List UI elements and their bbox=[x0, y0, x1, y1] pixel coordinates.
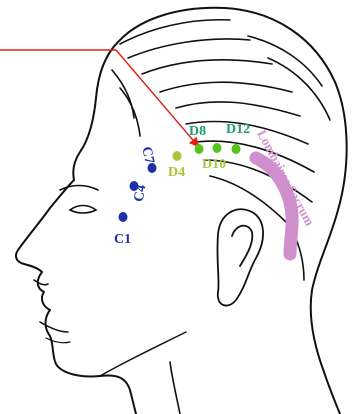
face-details bbox=[34, 186, 98, 285]
mouth-outline bbox=[40, 322, 68, 332]
jaw-outline bbox=[100, 332, 186, 376]
point-d10 bbox=[213, 143, 222, 153]
lip-outline bbox=[46, 338, 70, 343]
reflex-points bbox=[119, 143, 241, 222]
pointer-arrow bbox=[0, 50, 198, 146]
ear bbox=[217, 209, 263, 305]
label-d8: D8 bbox=[189, 124, 206, 139]
label-c1: C1 bbox=[114, 232, 131, 247]
point-c7 bbox=[148, 163, 157, 173]
label-c7: C7 bbox=[138, 145, 156, 165]
face-outline bbox=[16, 42, 136, 414]
point-d8 bbox=[195, 144, 204, 154]
label-d4: D4 bbox=[168, 165, 185, 180]
label-c4: C4 bbox=[132, 184, 150, 203]
neck-front-outline bbox=[170, 362, 180, 414]
nostril-outline bbox=[34, 280, 48, 285]
label-d12: D12 bbox=[226, 122, 250, 137]
point-c1 bbox=[119, 212, 128, 222]
eye-outline bbox=[70, 206, 96, 214]
point-d12 bbox=[232, 144, 241, 154]
ear-outer bbox=[217, 209, 263, 305]
point-d4 bbox=[173, 151, 182, 161]
ear-inner bbox=[232, 226, 252, 266]
label-d10: D10 bbox=[202, 157, 226, 172]
